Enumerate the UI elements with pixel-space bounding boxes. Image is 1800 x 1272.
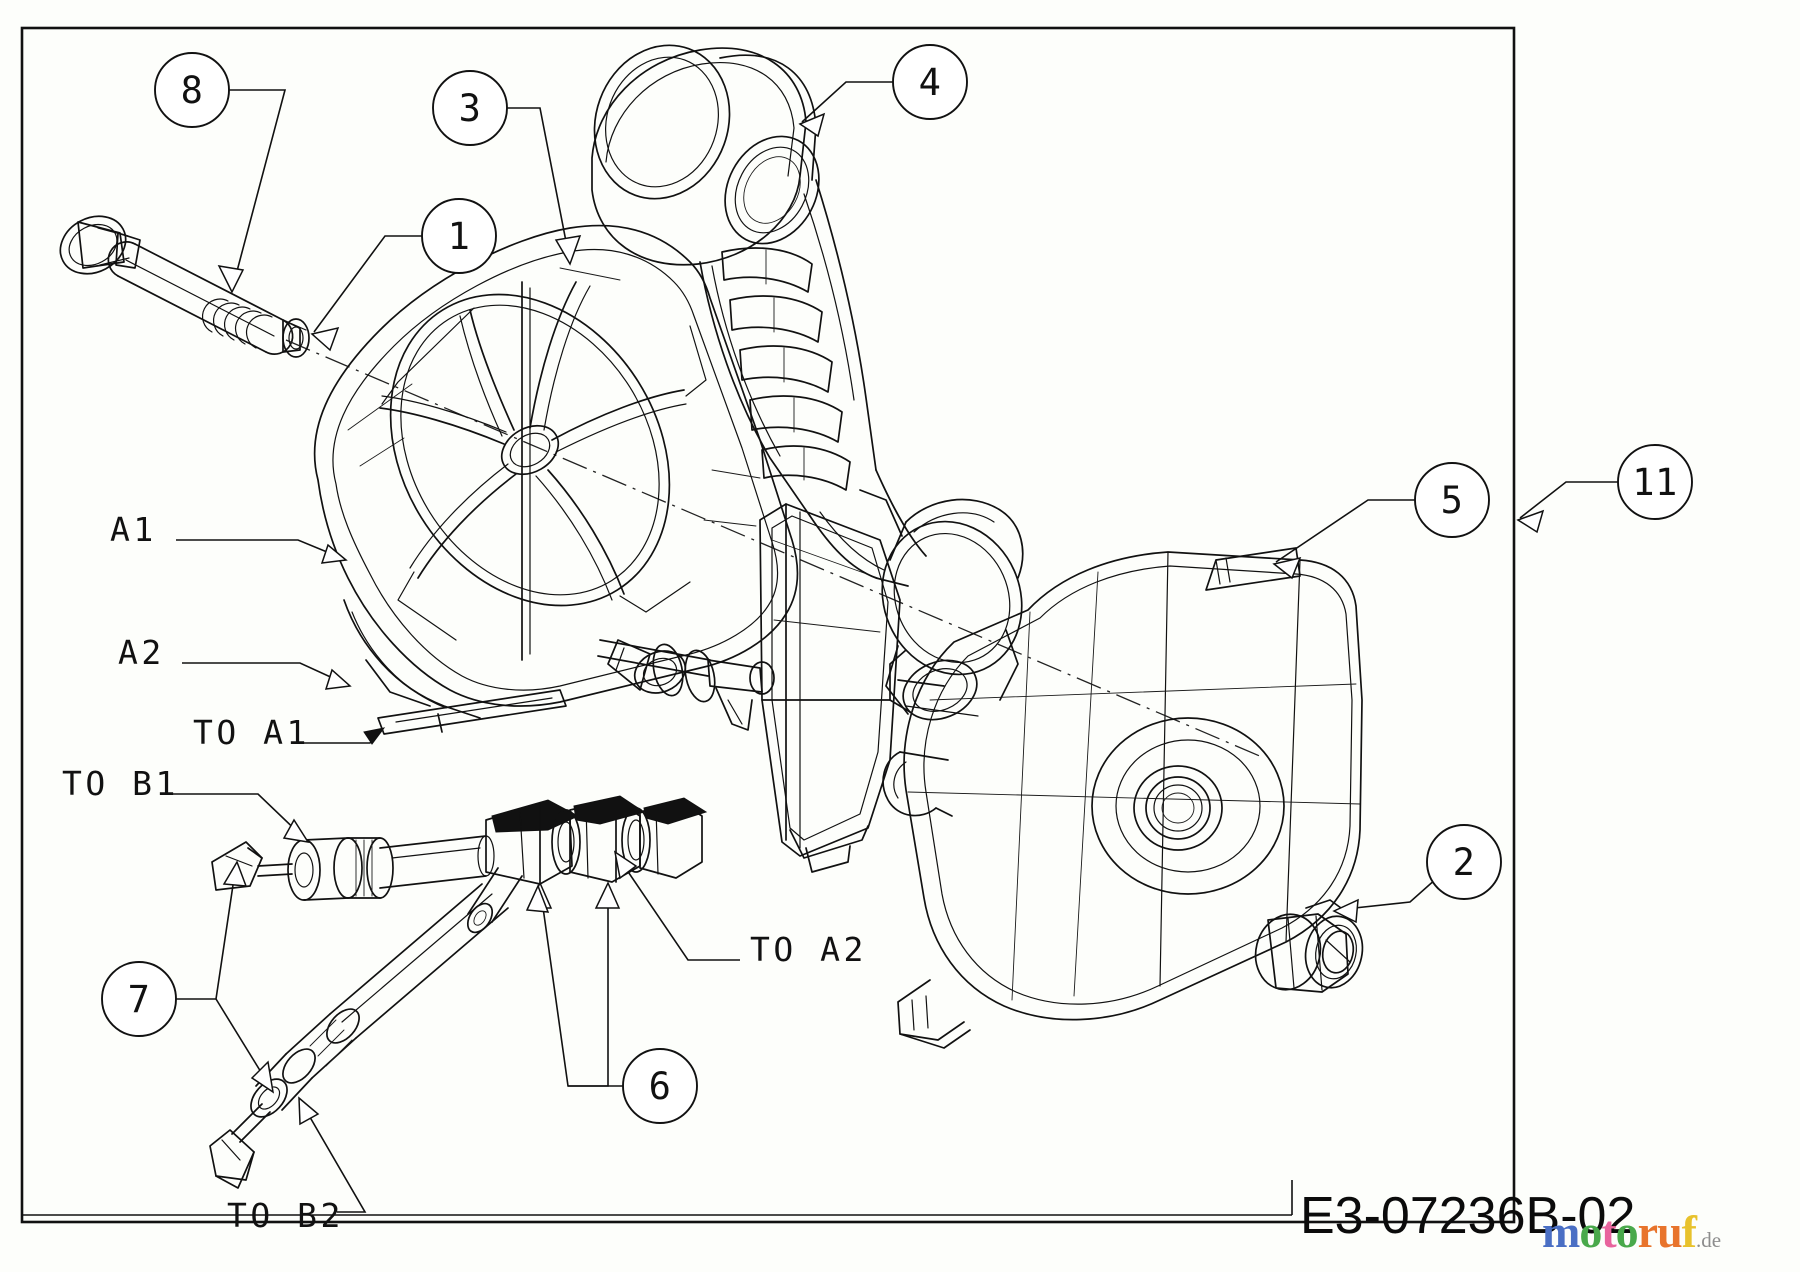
leader-to-a1 <box>296 727 386 745</box>
leader-8 <box>217 89 287 294</box>
leader-1 <box>310 235 422 352</box>
leader-to-b1 <box>168 793 310 844</box>
watermark-letter: m <box>1542 1206 1580 1257</box>
callout-bubbles <box>101 44 1693 1124</box>
watermark-letter: f <box>1681 1206 1697 1257</box>
callout-circle-1[interactable] <box>421 198 497 274</box>
watermark-letter: r <box>1637 1206 1658 1257</box>
label-a1: A1 <box>110 510 157 549</box>
title-block-rules <box>22 1180 1293 1216</box>
part-cable-assembly <box>209 795 708 1189</box>
callout-circle-11[interactable] <box>1617 444 1693 520</box>
callout-circle-6[interactable] <box>622 1048 698 1124</box>
part-flange-lock-nut <box>1254 899 1364 993</box>
cable-branch-upper <box>211 835 495 901</box>
housing-bearing-boss <box>881 498 1024 721</box>
cable-branch-lower <box>209 883 509 1189</box>
watermark-letter: o <box>1579 1206 1602 1257</box>
bolt-threads <box>202 298 307 355</box>
callout-circle-2[interactable] <box>1426 824 1502 900</box>
part-handle-grip <box>591 44 927 587</box>
housing-vanes <box>379 281 687 601</box>
leader-2 <box>1332 877 1438 924</box>
grip-ribs <box>721 247 851 491</box>
document-code: E3-07236B-02 <box>1300 1187 1636 1245</box>
leader-6 <box>526 881 623 1087</box>
drawing-border <box>20 26 1516 1224</box>
leader-a2 <box>182 662 352 690</box>
part-carriage-bolt <box>59 215 307 355</box>
part-screw-tip <box>282 318 310 358</box>
label-to-b2: TO B2 <box>227 1196 344 1235</box>
callout-circle-7[interactable] <box>101 961 177 1037</box>
housing-lower-post <box>607 639 687 694</box>
watermark-letter: t <box>1601 1206 1616 1257</box>
site-watermark: motoruf.de <box>1542 1205 1721 1258</box>
leader-4 <box>798 81 893 138</box>
callout-circle-5[interactable] <box>1414 462 1490 538</box>
leader-3 <box>507 107 582 266</box>
label-to-a1: TO A1 <box>193 713 310 752</box>
part-side-cover <box>882 547 1363 1049</box>
cover-hub-boss <box>1091 717 1285 895</box>
part-auger-housing <box>313 224 1024 873</box>
label-a2: A2 <box>118 633 165 672</box>
leader-to-a2 <box>613 850 740 961</box>
leader-a1 <box>176 539 348 564</box>
cable-junction-block <box>466 795 708 934</box>
leader-7 <box>176 860 275 1094</box>
leader-junction-pointer <box>525 884 550 913</box>
housing-output-shaft <box>597 639 775 731</box>
label-to-b1: TO B1 <box>62 764 179 803</box>
leader-11 <box>1516 481 1618 534</box>
watermark-letter: u <box>1657 1206 1683 1257</box>
label-to-a2: TO A2 <box>750 930 867 969</box>
callout-circle-8[interactable] <box>154 52 230 128</box>
watermark-suffix: .de <box>1696 1228 1722 1252</box>
callout-circle-3[interactable] <box>432 70 508 146</box>
callout-circle-4[interactable] <box>892 44 968 120</box>
leader-to-b2 <box>298 1096 367 1213</box>
leader-5 <box>1272 499 1415 580</box>
watermark-letter: o <box>1615 1206 1639 1257</box>
